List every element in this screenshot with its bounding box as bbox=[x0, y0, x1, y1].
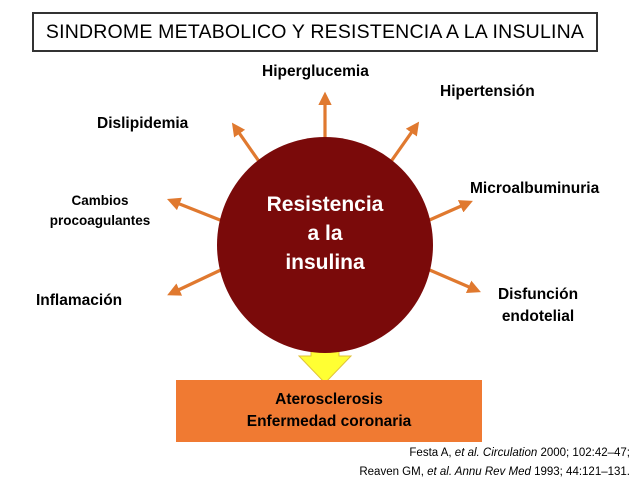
label-inflamacion: Inflamación bbox=[36, 292, 123, 309]
insulin-resistance-label: Resistencia a la insulina bbox=[266, 193, 384, 274]
arrow-inflamacion bbox=[167, 266, 226, 296]
result-line-1: Aterosclerosis bbox=[275, 391, 383, 408]
citation-festa: Festa A, et al. Circulation 2000; 102:42… bbox=[409, 447, 630, 459]
citations: Festa A, et al. Circulation 2000; 102:42… bbox=[359, 444, 630, 482]
arrow-cambios-procoagulantes bbox=[167, 197, 226, 224]
result-line-2: Enfermedad coronaria bbox=[246, 413, 412, 430]
citation-reaven: Reaven GM, et al. Annu Rev Med 1993; 44:… bbox=[359, 466, 630, 478]
label-hipertension: Hipertensión bbox=[440, 83, 535, 100]
insulin-resistance-circle bbox=[217, 137, 433, 353]
arrow-microalbuminuria bbox=[424, 200, 473, 224]
label-hiperglucemia: Hiperglucemia bbox=[262, 63, 369, 80]
label-microalbuminuria: Microalbuminuria bbox=[470, 180, 600, 197]
label-cambios-procoagulantes: Cambios procoagulantes bbox=[49, 193, 151, 228]
title-box: SINDROME METABOLICO Y RESISTENCIA A LA I… bbox=[32, 12, 598, 52]
label-disfuncion-endotelial: Disfunción endotelial bbox=[497, 286, 579, 325]
page-title: SINDROME METABOLICO Y RESISTENCIA A LA I… bbox=[45, 20, 585, 43]
arrow-disfuncion-endotelial bbox=[424, 266, 481, 293]
atherosclerosis-box: Aterosclerosis Enfermedad coronaria bbox=[176, 380, 482, 442]
label-dislipidemia: Dislipidemia bbox=[97, 115, 189, 132]
